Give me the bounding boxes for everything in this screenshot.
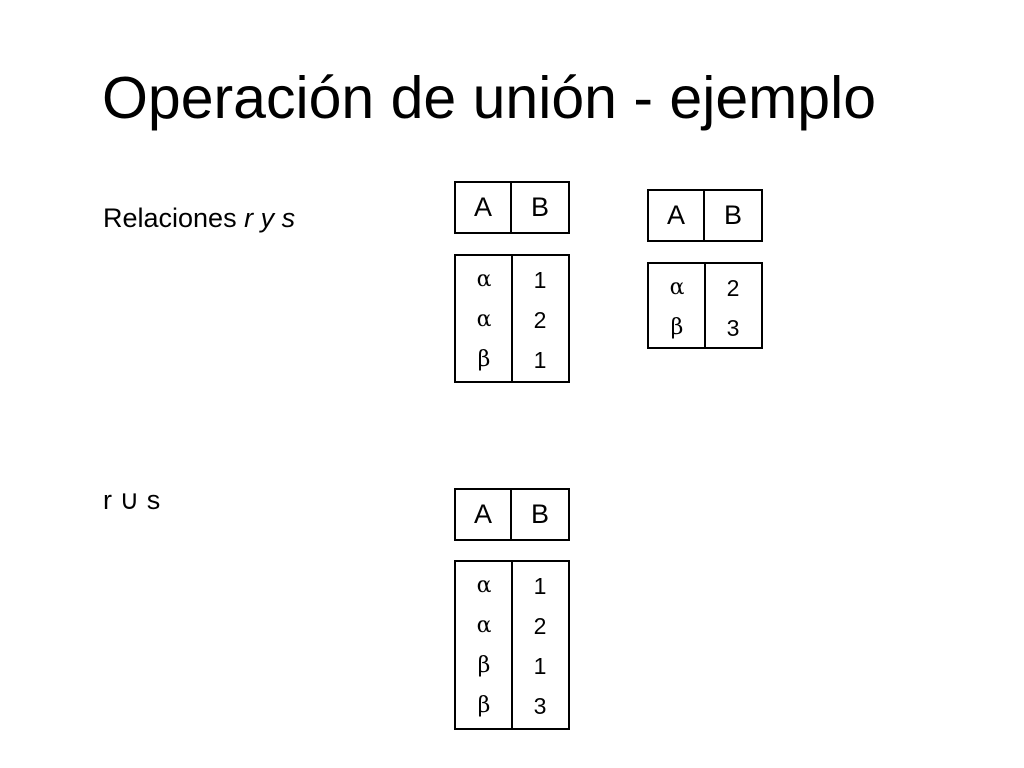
table-row: β 3 — [456, 686, 568, 726]
table-s-header-b: B — [723, 200, 742, 230]
table-row: α 1 — [456, 566, 568, 606]
table-union-body: α 1 α 2 β 1 β 3 — [454, 560, 570, 730]
table-r-body: α 1 α 2 β 1 — [454, 254, 570, 383]
table-s-header-a: A — [649, 191, 705, 240]
table-row: β 1 — [456, 340, 568, 380]
table-union-header-b: B — [530, 499, 549, 529]
table-cell: 2 — [533, 613, 547, 639]
table-row: β 1 — [456, 646, 568, 686]
table-cell: β — [670, 315, 684, 340]
table-r-header: A B — [454, 181, 570, 234]
table-s-header: A B — [647, 189, 763, 242]
table-r-divider — [511, 256, 513, 381]
relations-label-vars: r y s — [244, 203, 296, 233]
table-s-divider — [704, 264, 706, 347]
table-cell: β — [477, 347, 491, 372]
table-cell: 2 — [726, 275, 740, 301]
slide-title: Operación de unión - ejemplo — [102, 65, 877, 131]
table-cell: 1 — [533, 573, 547, 599]
table-row: α 2 — [456, 300, 568, 340]
relations-label-prefix: Relaciones — [103, 203, 245, 233]
table-row: α 1 — [456, 260, 568, 300]
table-cell: 1 — [533, 347, 547, 373]
table-row: α 2 — [649, 268, 761, 308]
table-cell: β — [477, 693, 491, 718]
table-s-body: α 2 β 3 — [647, 262, 763, 349]
table-cell: α — [669, 275, 685, 300]
table-r-header-b: B — [530, 192, 549, 222]
table-union-header: A B — [454, 488, 570, 541]
table-cell: α — [476, 573, 492, 598]
table-row: α 2 — [456, 606, 568, 646]
table-cell: 3 — [533, 693, 547, 719]
table-r-header-a: A — [456, 183, 512, 232]
table-cell: α — [476, 307, 492, 332]
table-cell: β — [477, 653, 491, 678]
table-union-header-a: A — [456, 490, 512, 539]
table-cell: α — [476, 267, 492, 292]
union-label: r ∪ s — [103, 485, 161, 515]
table-cell: α — [476, 613, 492, 638]
relations-label: Relaciones r y s — [103, 202, 295, 234]
table-cell: 1 — [533, 653, 547, 679]
table-cell: 3 — [726, 315, 740, 341]
table-row: β 3 — [649, 308, 761, 348]
table-cell: 2 — [533, 307, 547, 333]
table-cell: 1 — [533, 267, 547, 293]
table-union-divider — [511, 562, 513, 728]
